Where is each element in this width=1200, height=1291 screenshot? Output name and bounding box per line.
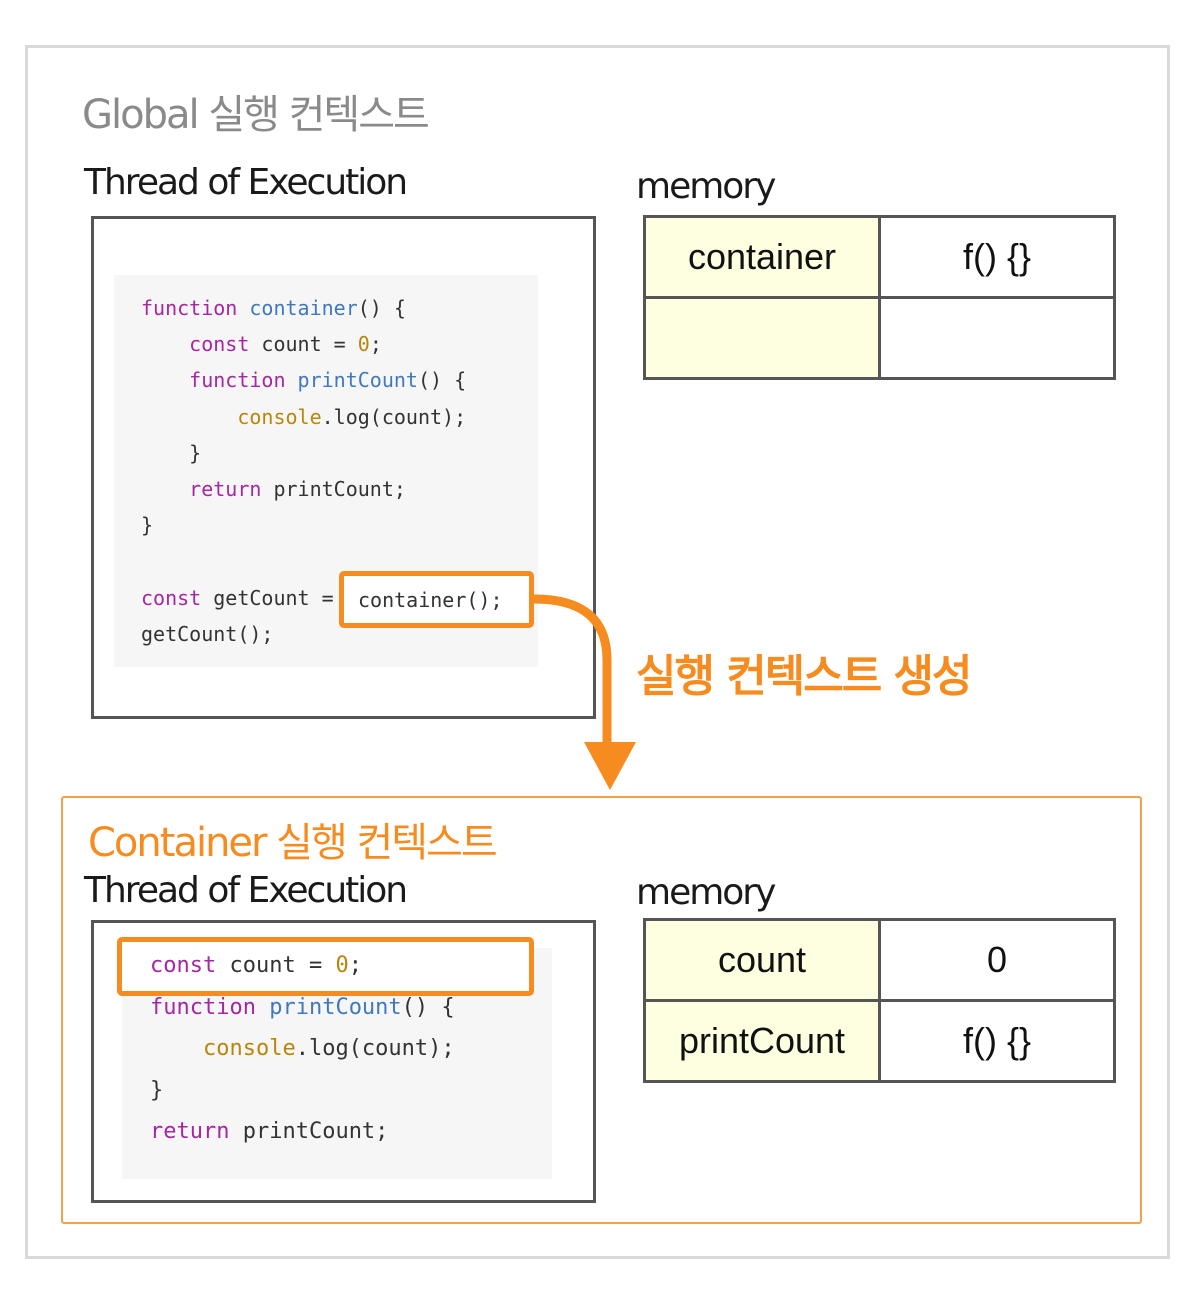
code-line: function printCount() { [141, 368, 466, 392]
code-line: return printCount; [150, 1119, 388, 1144]
memory-row: container f() {} [643, 215, 1116, 299]
global-thread-label: Thread of Execution [84, 162, 408, 203]
code-token: const [141, 585, 202, 610]
code-line: console.log(count); [150, 1036, 455, 1061]
memory-row: count 0 [643, 918, 1116, 1002]
code-token: 0 [357, 332, 370, 357]
arrow-label: 실행 컨텍스트 생성 [636, 651, 972, 702]
code-token: .log(count); [321, 404, 467, 429]
code-token: count = [216, 953, 336, 978]
global-context-frame [25, 45, 1170, 1259]
code-line: function container() { [141, 296, 406, 320]
code-token: function [150, 994, 256, 1020]
code-token: getCount(); [141, 621, 274, 646]
code-token: printCount; [261, 477, 406, 501]
container-thread-label: Thread of Execution [84, 870, 408, 911]
global-memory-table: container f() {} [643, 215, 1116, 380]
code-token: 0 [335, 953, 349, 978]
container-memory-label: memory [636, 872, 776, 913]
memory-value: 0 [878, 918, 1116, 1002]
code-token: printCount [269, 994, 402, 1020]
code-token: console [202, 1036, 296, 1061]
code-token: ; [348, 953, 362, 978]
code-line: } [150, 1078, 163, 1103]
code-line: } [141, 441, 201, 465]
code-token [150, 1036, 203, 1061]
code-token: function [189, 368, 286, 393]
code-token: count = [249, 332, 358, 357]
call-expression: container(); [358, 588, 503, 612]
code-token: ; [369, 332, 382, 357]
global-memory-label: memory [636, 166, 776, 207]
code-token: console [237, 404, 322, 429]
arrow-head-icon [584, 742, 636, 790]
code-token: container [249, 296, 358, 320]
memory-value [878, 296, 1116, 380]
code-line: return printCount; [141, 477, 406, 501]
code-line: console.log(count); [141, 405, 466, 429]
code-token: function [141, 296, 238, 320]
global-thread-box [91, 216, 596, 719]
code-token: () { [417, 368, 467, 393]
global-call-highlight: container(); [339, 571, 534, 628]
code-token: printCount; [229, 1119, 389, 1144]
code-token: .log(count); [295, 1036, 455, 1061]
memory-key [643, 296, 881, 380]
code-token [256, 995, 269, 1020]
memory-row [643, 296, 1116, 380]
memory-row: printCount f() {} [643, 999, 1116, 1083]
code-token: const [150, 953, 217, 978]
code-line: function printCount() { [150, 995, 455, 1020]
arrow-line [533, 594, 612, 745]
container-memory-table: count 0 printCount f() {} [643, 918, 1116, 1083]
code-token: getCount = [201, 585, 346, 610]
code-token: return [150, 1119, 230, 1144]
memory-value: f() {} [878, 215, 1116, 299]
memory-key: printCount [643, 999, 881, 1083]
code-token: const [189, 332, 250, 357]
code-line: const getCount = [141, 586, 346, 610]
code-token: () { [357, 296, 406, 320]
code-line: const count = 0; [141, 332, 382, 356]
code-token: } [150, 1077, 164, 1103]
code-token: () { [401, 994, 455, 1020]
memory-value: f() {} [878, 999, 1116, 1083]
code-token: return [189, 477, 262, 501]
memory-key: container [643, 215, 881, 299]
global-context-title: Global 실행 컨텍스트 [82, 92, 430, 138]
container-const-highlight [117, 937, 534, 996]
container-context-frame [61, 796, 1142, 1224]
code-token: printCount [297, 368, 418, 393]
code-line: } [141, 513, 153, 537]
code-token: } [141, 513, 154, 538]
code-line: const count = 0; [150, 953, 362, 978]
code-token: } [141, 440, 202, 465]
container-context-title: Container 실행 컨텍스트 [88, 820, 498, 866]
code-line: getCount(); [141, 622, 273, 646]
memory-key: count [643, 918, 881, 1002]
